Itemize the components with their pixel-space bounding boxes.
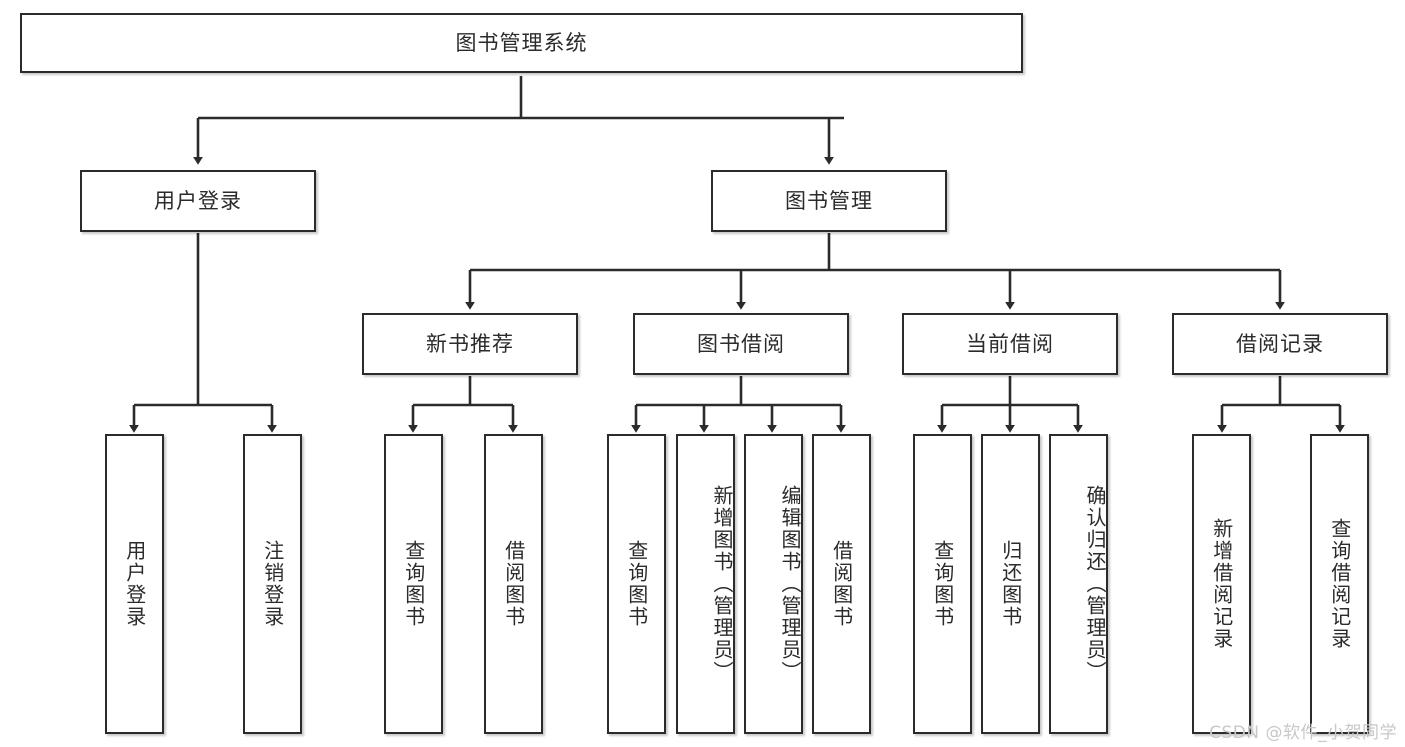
node-leaf-query-record[interactable]: 查询借阅记录 <box>1310 434 1369 734</box>
node-leaf-add-record-label: 新增借阅记录 <box>1209 518 1234 650</box>
node-leaf-query-book-3[interactable]: 查询图书 <box>913 434 972 734</box>
node-user-login[interactable]: 用户登录 <box>80 170 316 232</box>
node-new-book-rec-label: 新书推荐 <box>426 331 514 356</box>
node-leaf-query-book-2[interactable]: 查询图书 <box>607 434 666 734</box>
node-book-borrow-label: 图书借阅 <box>697 331 785 356</box>
node-leaf-borrow-book-1-label: 借阅图书 <box>501 540 526 628</box>
node-leaf-borrow-book-2-label: 借阅图书 <box>829 540 854 628</box>
node-book-manage-label: 图书管理 <box>785 188 873 213</box>
node-user-login-label: 用户登录 <box>154 188 242 213</box>
node-leaf-query-book-1-label: 查询图书 <box>401 540 426 628</box>
node-book-manage[interactable]: 图书管理 <box>711 170 947 232</box>
node-leaf-confirm-return[interactable]: 确认归还（管理员） <box>1049 434 1108 734</box>
node-borrow-record-label: 借阅记录 <box>1236 331 1324 356</box>
node-current-borrow-label: 当前借阅 <box>966 331 1054 356</box>
node-leaf-add-book[interactable]: 新增图书（管理员） <box>676 434 735 734</box>
node-root-label: 图书管理系统 <box>455 30 588 55</box>
node-borrow-record[interactable]: 借阅记录 <box>1172 313 1388 375</box>
node-leaf-borrow-book-2[interactable]: 借阅图书 <box>812 434 871 734</box>
node-leaf-add-record[interactable]: 新增借阅记录 <box>1192 434 1251 734</box>
node-leaf-return-book[interactable]: 归还图书 <box>981 434 1040 734</box>
node-leaf-user-logout-label: 注销登录 <box>260 540 285 628</box>
watermark-text: CSDN @软件_小贺同学 <box>1209 723 1397 743</box>
node-new-book-rec[interactable]: 新书推荐 <box>362 313 578 375</box>
node-leaf-add-book-label: 新增图书（管理员） <box>710 485 734 683</box>
node-leaf-edit-book[interactable]: 编辑图书（管理员） <box>744 434 803 734</box>
node-leaf-return-book-label: 归还图书 <box>998 540 1023 628</box>
node-leaf-query-book-1[interactable]: 查询图书 <box>384 434 443 734</box>
node-leaf-user-login-label: 用户登录 <box>122 540 147 628</box>
node-leaf-borrow-book-1[interactable]: 借阅图书 <box>484 434 543 734</box>
node-leaf-user-logout[interactable]: 注销登录 <box>243 434 302 734</box>
node-leaf-user-login[interactable]: 用户登录 <box>105 434 164 734</box>
node-current-borrow[interactable]: 当前借阅 <box>902 313 1118 375</box>
node-leaf-confirm-return-label: 确认归还（管理员） <box>1083 485 1107 683</box>
node-leaf-query-record-label: 查询借阅记录 <box>1327 518 1352 650</box>
node-leaf-query-book-3-label: 查询图书 <box>930 540 955 628</box>
node-root[interactable]: 图书管理系统 <box>20 13 1023 73</box>
node-book-borrow[interactable]: 图书借阅 <box>633 313 849 375</box>
node-leaf-edit-book-label: 编辑图书（管理员） <box>778 485 802 683</box>
node-leaf-query-book-2-label: 查询图书 <box>624 540 649 628</box>
